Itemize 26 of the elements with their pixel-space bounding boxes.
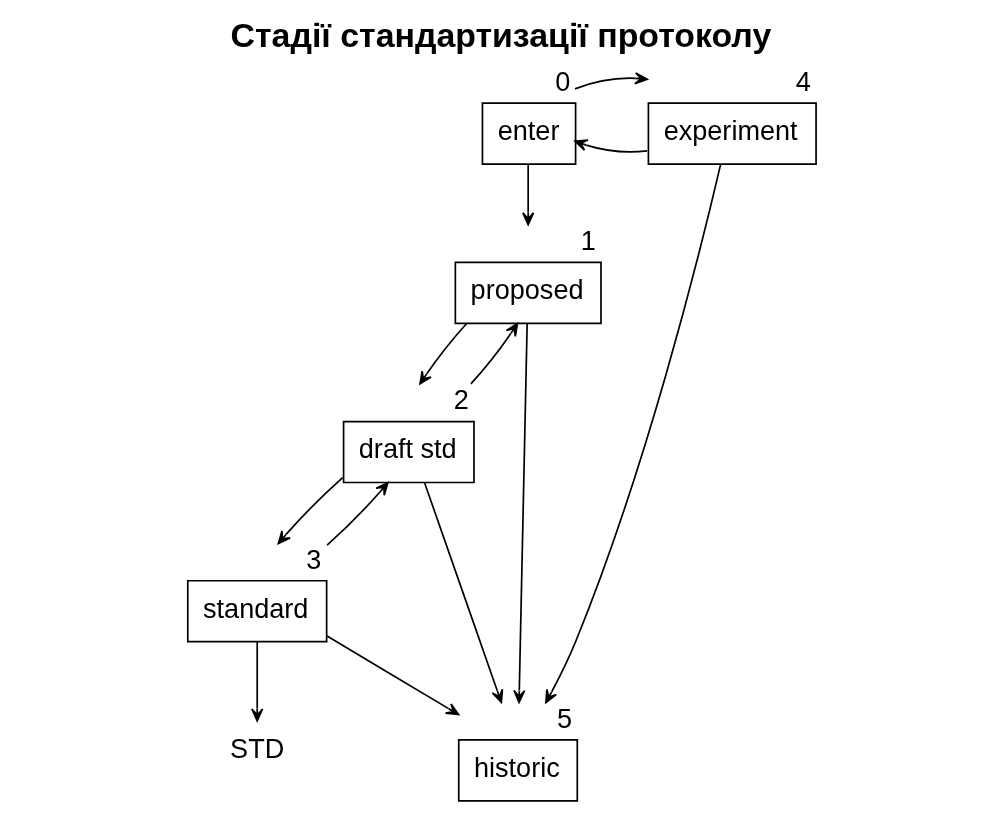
node-label: 1 <box>580 225 596 257</box>
node-box: proposed <box>454 261 602 325</box>
node-label: 5 <box>556 702 573 734</box>
node-label: 4 <box>795 65 811 97</box>
node-label: 2 <box>453 384 469 416</box>
arrow <box>545 163 722 704</box>
node-box: standard <box>186 579 328 643</box>
node-text: STD <box>230 733 285 765</box>
arrow <box>419 322 468 385</box>
arrow <box>423 482 504 704</box>
node-label: 3 <box>306 543 322 575</box>
node-label: 0 <box>555 65 571 97</box>
arrow <box>513 322 528 704</box>
arrow <box>470 322 519 385</box>
arrow <box>251 641 264 722</box>
arrow <box>574 72 648 90</box>
node-box: historic <box>457 739 579 802</box>
arrow <box>326 635 460 716</box>
node-box: experiment <box>647 102 817 165</box>
node-box: draft std <box>342 420 475 484</box>
arrow <box>574 139 648 153</box>
arrow <box>277 476 344 545</box>
diagram-title: Стадії стандартизації протоколу <box>230 16 772 55</box>
arrow <box>326 481 389 547</box>
arrow <box>522 163 535 226</box>
node-box: enter <box>481 102 577 165</box>
